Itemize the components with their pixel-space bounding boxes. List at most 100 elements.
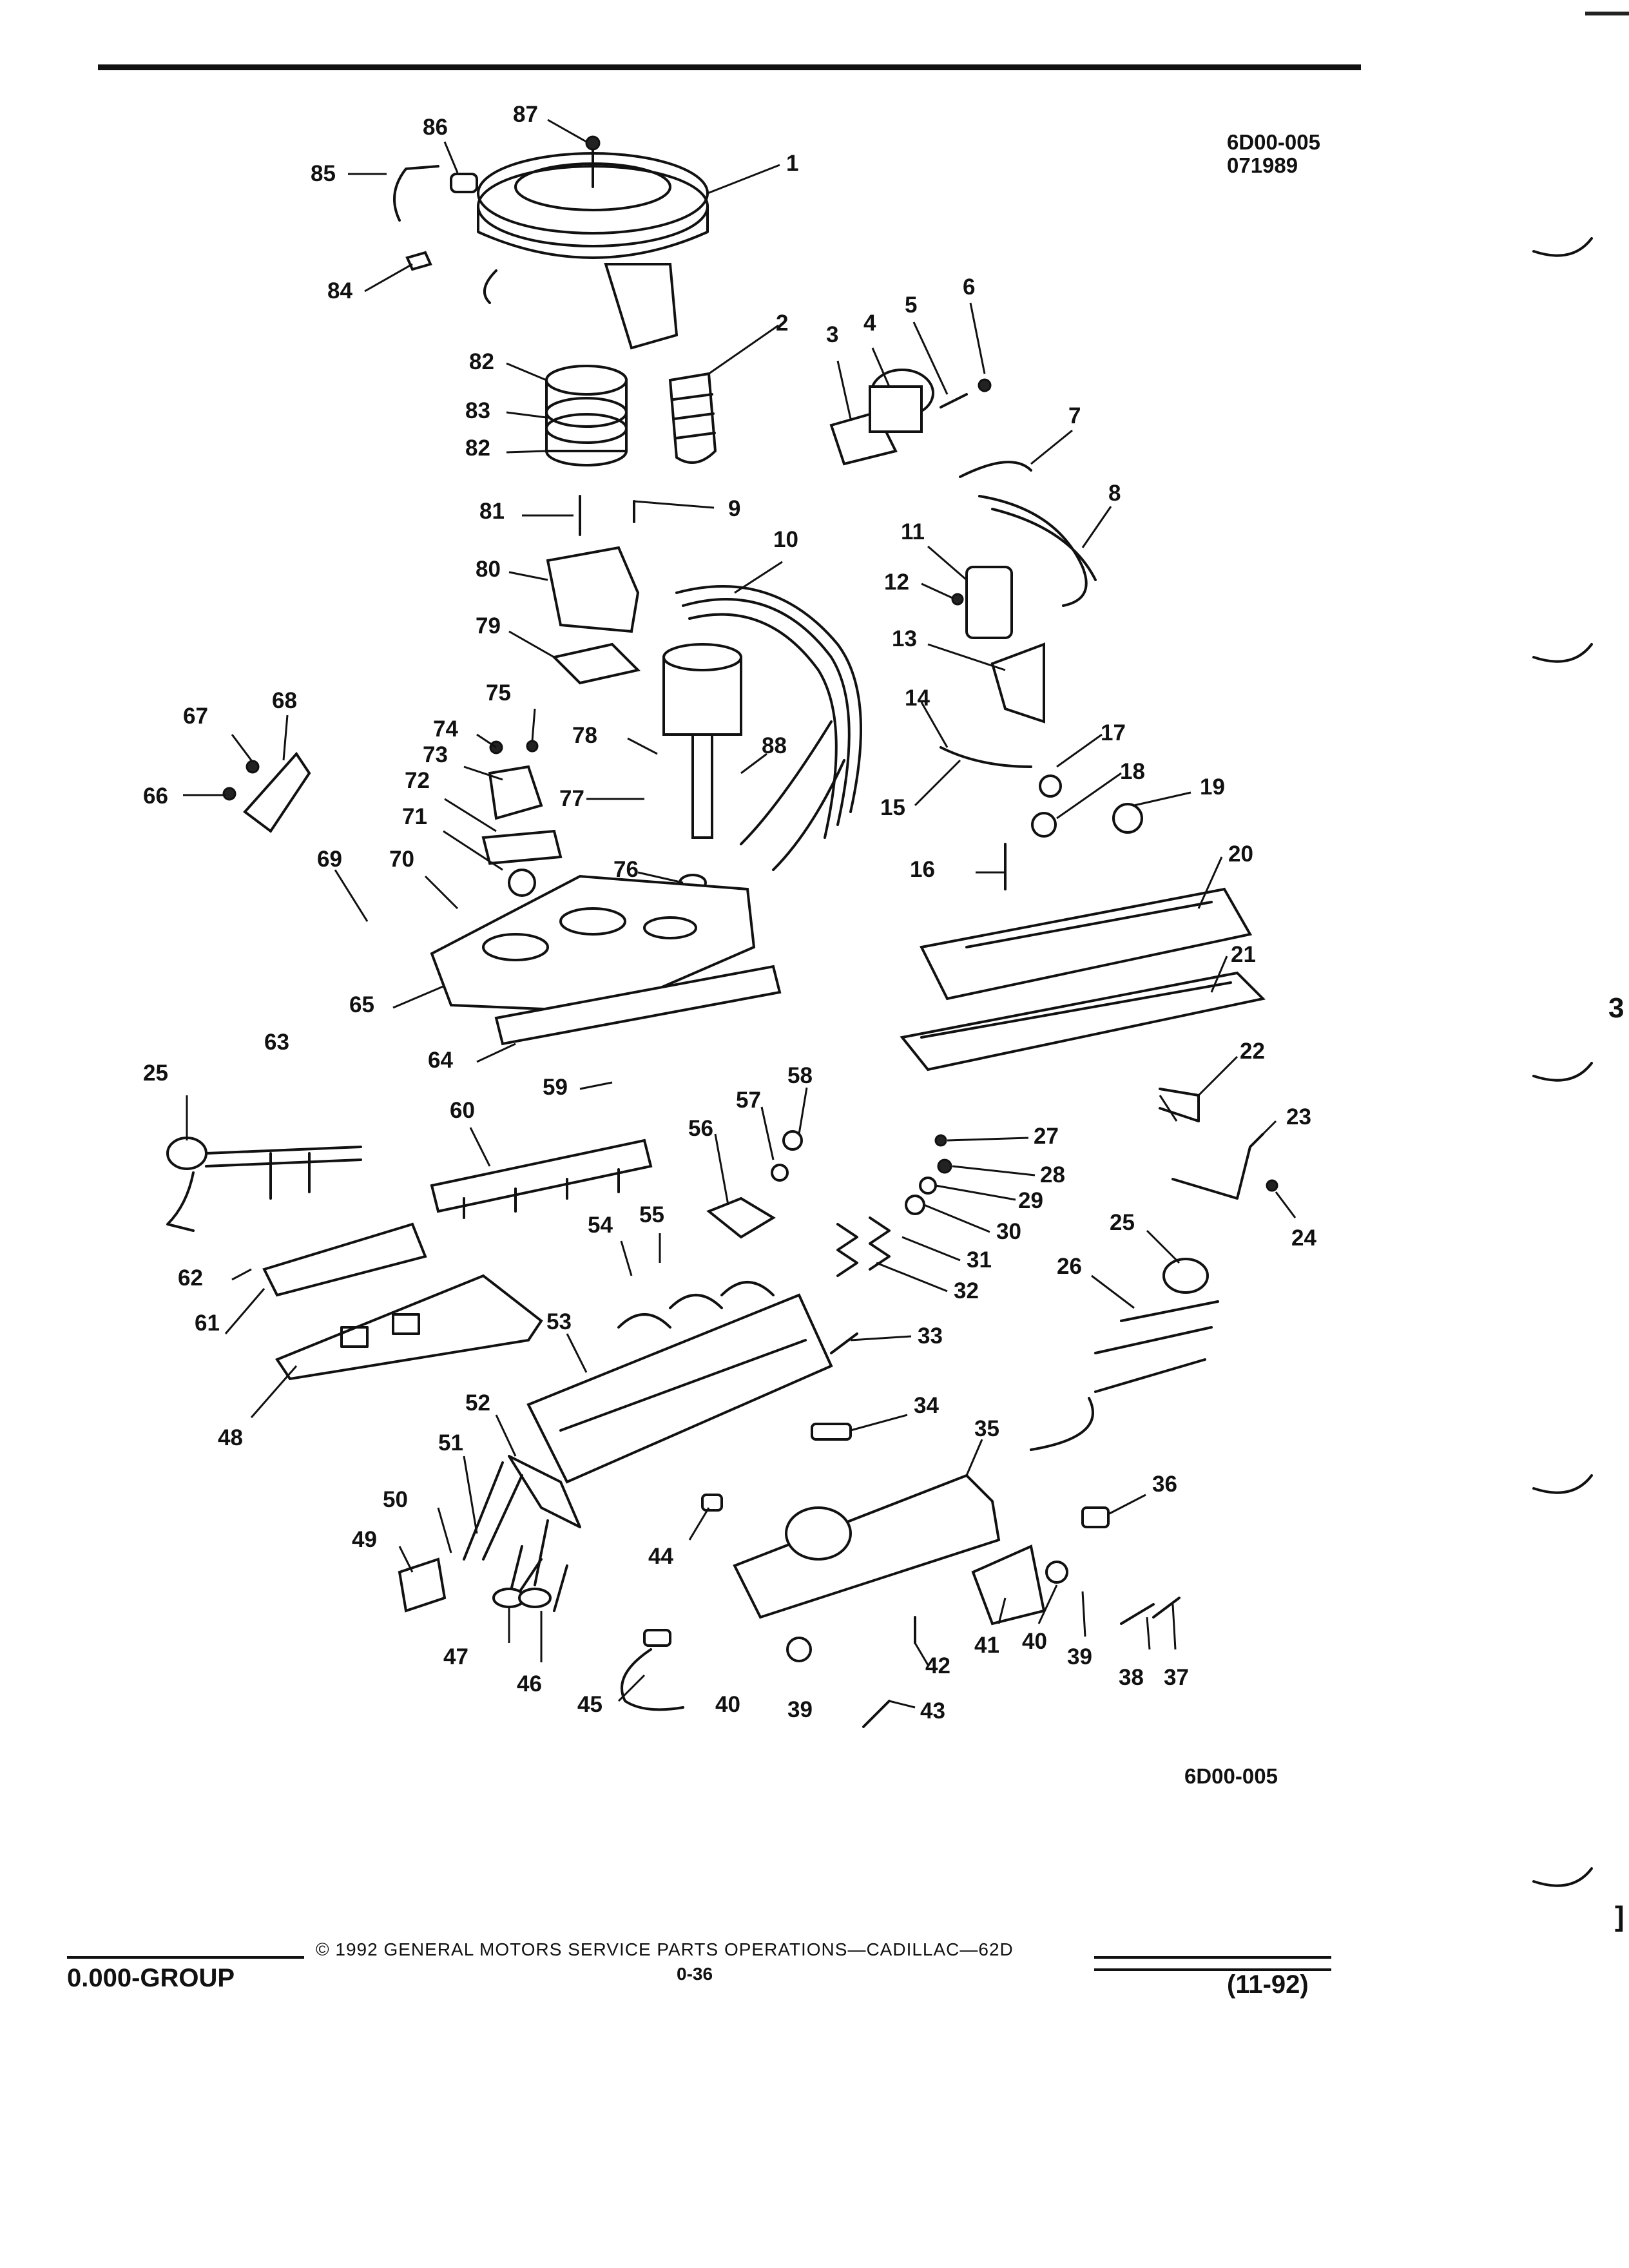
callout-label: 55 [639,1202,664,1227]
footer-rule [1094,1968,1331,1971]
callout-label: 39 [787,1697,813,1722]
callout-label: 7 [1068,403,1081,428]
rocker-arm-icon [706,1130,803,1239]
callout-label: 15 [880,795,905,820]
callout-label: 73 [423,742,448,767]
callout-label: 53 [546,1309,572,1334]
callout-label: 44 [648,1544,673,1569]
corner-rule [1585,12,1629,15]
exhaust-manifold-left-icon [262,1222,543,1381]
footer-rule [1094,1956,1331,1959]
callout-label: 72 [405,768,430,793]
spark-plug-icon [811,1423,852,1441]
callout-label: 4 [863,311,876,336]
callout-label: 31 [967,1247,992,1273]
callout-label: 9 [728,496,741,521]
top-rule [98,64,1361,70]
sensor-bracket-icon [222,751,311,833]
figure-date-code: 071989 [1227,153,1298,177]
callout-label: 79 [476,613,501,639]
callout-label: 24 [1291,1225,1316,1251]
callout-label: 32 [954,1278,979,1303]
fuel-rail-right-icon [1030,1258,1219,1451]
callout-label: 13 [892,626,917,651]
callout-label: 58 [787,1063,813,1088]
callout-label: 40 [715,1692,740,1717]
margin-mark: 3 [1608,992,1624,1024]
callout-label: 77 [559,786,584,811]
throttle-body-icon [546,495,641,685]
callout-label: 63 [264,1030,289,1055]
thermostat-housing-icon [481,740,563,897]
callout-label: 82 [469,349,494,374]
cylinder-head-icon [526,1281,833,1484]
callout-label: 66 [143,783,168,809]
footer-page-number: 0-36 [677,1964,713,1984]
callout-label: 78 [572,723,597,748]
valve-and-lifter-icon [398,1519,552,1613]
valve-cover-icon [900,887,1266,1072]
mounting-bracket-icon [1159,1088,1278,1200]
callout-label: 38 [1119,1665,1144,1690]
callout-label: 5 [905,293,918,318]
callout-label: 54 [588,1213,613,1238]
callout-label: 14 [905,686,930,711]
callout-label: 39 [1067,1644,1092,1669]
callout-label: 47 [443,1644,468,1669]
callout-label: 10 [773,527,798,552]
footer-copyright: © 1992 GENERAL MOTORS SERVICE PARTS OPER… [316,1939,1014,1959]
callout-label: 11 [901,519,925,544]
footer-rule [67,1956,304,1959]
callout-label: 1 [786,151,799,176]
margin-mark: ] [1615,1901,1624,1932]
oxygen-sensor-lead-icon [621,1629,684,1711]
spark-plug-wires-icon [675,585,862,871]
callout-label: 61 [195,1311,220,1336]
callout-label: 34 [914,1393,939,1418]
callout-label: 69 [317,847,342,872]
callout-label: 41 [974,1633,999,1658]
callout-label: 56 [688,1116,713,1141]
callout-label: 17 [1101,720,1126,745]
callout-label: 16 [910,857,935,882]
callout-label: 29 [1018,1188,1043,1213]
callout-label: 74 [433,716,458,742]
callout-label: 75 [486,680,511,706]
callout-label: 42 [925,1653,950,1678]
callout-label: 40 [1022,1629,1047,1654]
callout-label: 67 [183,704,208,729]
intake-duct-icon [668,372,717,464]
callout-label: 70 [389,847,414,872]
callout-label: 76 [613,857,639,882]
footer-revision: (11-92) [1227,1970,1309,1999]
callout-label: 37 [1164,1665,1189,1690]
binding-hole-marks [1532,237,1593,1887]
callout-label: 12 [884,570,909,595]
pcv-hardware-icon [940,746,1143,890]
callout-label: 25 [1110,1210,1135,1235]
callout-label: 85 [311,161,336,186]
callout-label: 45 [577,1692,602,1717]
callout-label: 27 [1034,1124,1059,1149]
callout-label: 52 [465,1390,490,1416]
wiring-harness-icon [959,461,1097,607]
callout-label: 50 [383,1487,408,1512]
callout-label: 20 [1228,841,1253,867]
callout-label: 36 [1152,1472,1177,1497]
callout-label: 51 [438,1430,463,1456]
callout-label: 22 [1240,1039,1265,1064]
callout-label: 18 [1120,759,1145,784]
callout-label: 86 [423,115,448,140]
callout-label: 65 [349,992,374,1017]
exhaust-manifold-right-icon [733,1474,1046,1626]
callout-label: 49 [352,1527,377,1552]
callout-label: 68 [272,688,297,713]
adapter-seal-stack-icon [545,365,628,466]
head-gasket-icon [508,1455,581,1528]
studs-and-bolts-icon [463,1332,1181,1728]
callout-label: 25 [143,1061,168,1086]
callout-label: 23 [1286,1104,1311,1129]
callout-label: 81 [479,499,505,524]
callout-label: 83 [465,398,490,423]
